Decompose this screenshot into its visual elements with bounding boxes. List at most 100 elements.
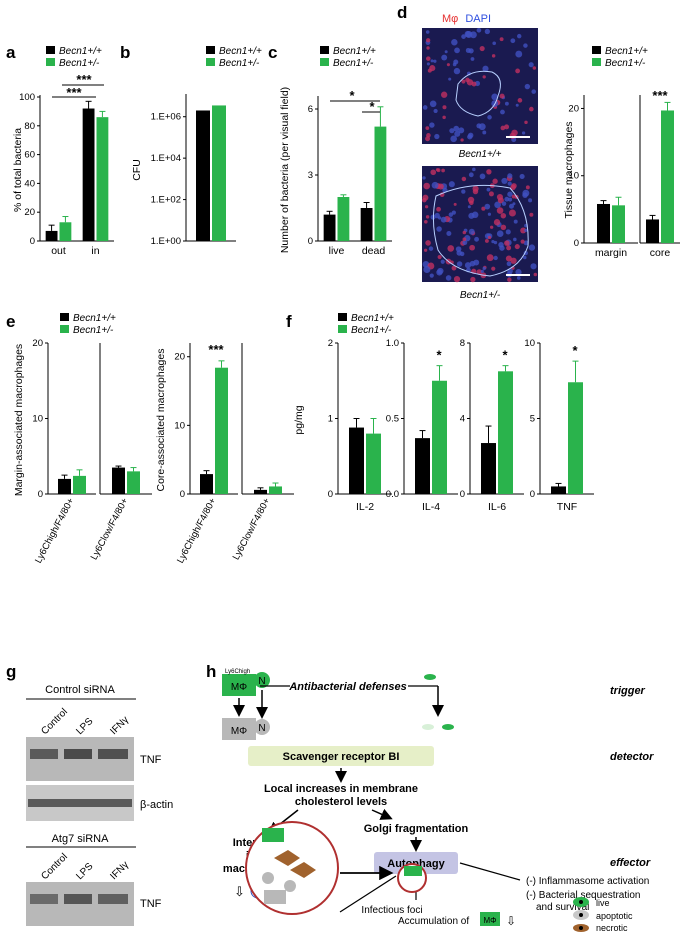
cell-dot bbox=[435, 168, 440, 172]
cell-dot bbox=[507, 181, 512, 186]
e2-xlabel-1: Ly6Clow/F4/80+ bbox=[231, 496, 273, 562]
cell-dot bbox=[500, 212, 507, 219]
svg-text:Ly6Chigh: Ly6Chigh bbox=[225, 669, 250, 675]
cell-dot bbox=[529, 212, 534, 217]
c-sig-star-2: * bbox=[369, 99, 375, 114]
lane-ifng-atg7: IFNγ bbox=[108, 859, 131, 882]
neutrophil-live-icon bbox=[254, 672, 270, 688]
d-legend-swatch-het bbox=[592, 58, 601, 66]
local-label-1: Local increases in membrane bbox=[264, 783, 418, 795]
internalization-label-2: involving bbox=[246, 850, 294, 862]
a-legend-swatch-het bbox=[46, 58, 55, 66]
svg-text:MΦ: MΦ bbox=[483, 916, 496, 925]
panel-label-a: a bbox=[6, 43, 16, 62]
cell-dot bbox=[523, 43, 528, 48]
e2-ytick-label-2: 20 bbox=[174, 352, 185, 363]
cell-dot bbox=[476, 27, 482, 33]
cell-dot bbox=[424, 219, 428, 224]
cell-dot bbox=[523, 255, 527, 260]
cell-dot bbox=[451, 210, 456, 215]
bacterium-live-icon bbox=[442, 724, 454, 730]
cell-dot bbox=[484, 238, 489, 243]
lane-control: Control bbox=[39, 707, 70, 738]
a-bar-1-1 bbox=[96, 117, 109, 241]
cell-dot bbox=[440, 259, 445, 264]
cell-dot bbox=[468, 48, 474, 54]
cell-dot bbox=[437, 254, 442, 260]
cell-dot bbox=[454, 47, 460, 54]
scavenger-label: Scavenger receptor BI bbox=[283, 751, 400, 763]
f-ytick-label-1-1: 0.5 bbox=[386, 414, 399, 425]
c-bar-1-0 bbox=[360, 208, 373, 241]
cell-dot bbox=[444, 50, 448, 54]
e2-bar-1-1 bbox=[269, 486, 282, 494]
d-ytick-label-1: 10 bbox=[568, 171, 579, 182]
a-ytick-label-2: 40 bbox=[24, 178, 35, 189]
cell-dot bbox=[499, 245, 505, 251]
cell-dot bbox=[453, 125, 460, 132]
cell-dot bbox=[453, 67, 461, 75]
cell-dot bbox=[429, 122, 435, 128]
down-arrow-icon-2: ⇩ bbox=[506, 914, 516, 928]
d-sig-star: *** bbox=[652, 88, 668, 103]
panel-label-d: d bbox=[397, 3, 407, 22]
d-ylabel: Tissue macrophages bbox=[563, 121, 575, 218]
cell-dot bbox=[453, 202, 457, 206]
cell-dot bbox=[530, 263, 537, 270]
cell-dot bbox=[505, 229, 511, 235]
cell-dot bbox=[426, 56, 431, 61]
e1-xlabel-1: Ly6Clow/F4/80+ bbox=[89, 496, 131, 562]
tnf-label-control: TNF bbox=[140, 754, 162, 766]
svg-text:N: N bbox=[258, 723, 265, 734]
f-sig-star-1: * bbox=[436, 348, 442, 363]
micrograph-top bbox=[422, 27, 538, 144]
cell-dot bbox=[500, 125, 506, 131]
cell-dot bbox=[440, 216, 447, 223]
cell-dot bbox=[446, 231, 452, 237]
cell-dot bbox=[461, 176, 467, 182]
inflammasome-label: (-) Inflammasome activation bbox=[526, 876, 649, 887]
cell-dot bbox=[429, 100, 437, 108]
e1-bar-1-1 bbox=[127, 471, 140, 494]
cell-dot bbox=[528, 244, 536, 251]
cell-dot bbox=[423, 182, 431, 190]
cell-dot bbox=[451, 265, 457, 271]
e2-bar-0-0 bbox=[200, 474, 213, 494]
b-legend-het: Becn1+/- bbox=[219, 58, 260, 69]
c-bar-1-1 bbox=[374, 126, 387, 241]
cell-dot bbox=[429, 273, 434, 278]
cell-dot bbox=[509, 203, 514, 209]
cell-dot bbox=[433, 108, 438, 114]
cell-dot bbox=[520, 239, 525, 244]
cell-dot bbox=[500, 109, 505, 115]
schematic: MΦ Ly6Chigh N MΦ N Antibacterial defense… bbox=[222, 669, 654, 933]
cell-dot bbox=[504, 101, 509, 106]
e2-xlabel-0: Ly6Chigh/F4/80+ bbox=[175, 496, 219, 565]
a-legend-het: Becn1+/- bbox=[59, 58, 100, 69]
cell-dot bbox=[468, 172, 474, 178]
d-xlabel-1: core bbox=[650, 247, 671, 259]
d-ytick-label-2: 20 bbox=[568, 103, 579, 114]
f-xlabel-1: IL-4 bbox=[422, 501, 440, 513]
lane-lps: LPS bbox=[74, 716, 95, 737]
cell-dot bbox=[423, 266, 431, 274]
a-legend-wt: Becn1+/+ bbox=[59, 46, 102, 57]
f-ytick-label-2-1: 4 bbox=[460, 414, 465, 425]
cell-dot bbox=[468, 228, 475, 235]
panel-label-e: e bbox=[6, 312, 15, 331]
cell-dot bbox=[513, 237, 517, 242]
western-blot-atg7: Atg7 siRNA TNF bbox=[26, 833, 162, 926]
cell-dot bbox=[487, 212, 492, 216]
cell-dot bbox=[500, 224, 507, 231]
cell-dot bbox=[507, 277, 512, 282]
cell-dot bbox=[488, 191, 494, 197]
cell-dot bbox=[487, 115, 492, 120]
cell-dot bbox=[440, 91, 448, 98]
panel-label-b: b bbox=[120, 43, 130, 62]
cell-dot bbox=[470, 276, 476, 283]
cell-dot bbox=[470, 57, 475, 61]
b-legend-swatch-wt bbox=[206, 46, 215, 54]
cell-dot bbox=[492, 178, 498, 184]
cell-dot bbox=[516, 276, 521, 280]
b-bar-0-0 bbox=[196, 110, 210, 241]
